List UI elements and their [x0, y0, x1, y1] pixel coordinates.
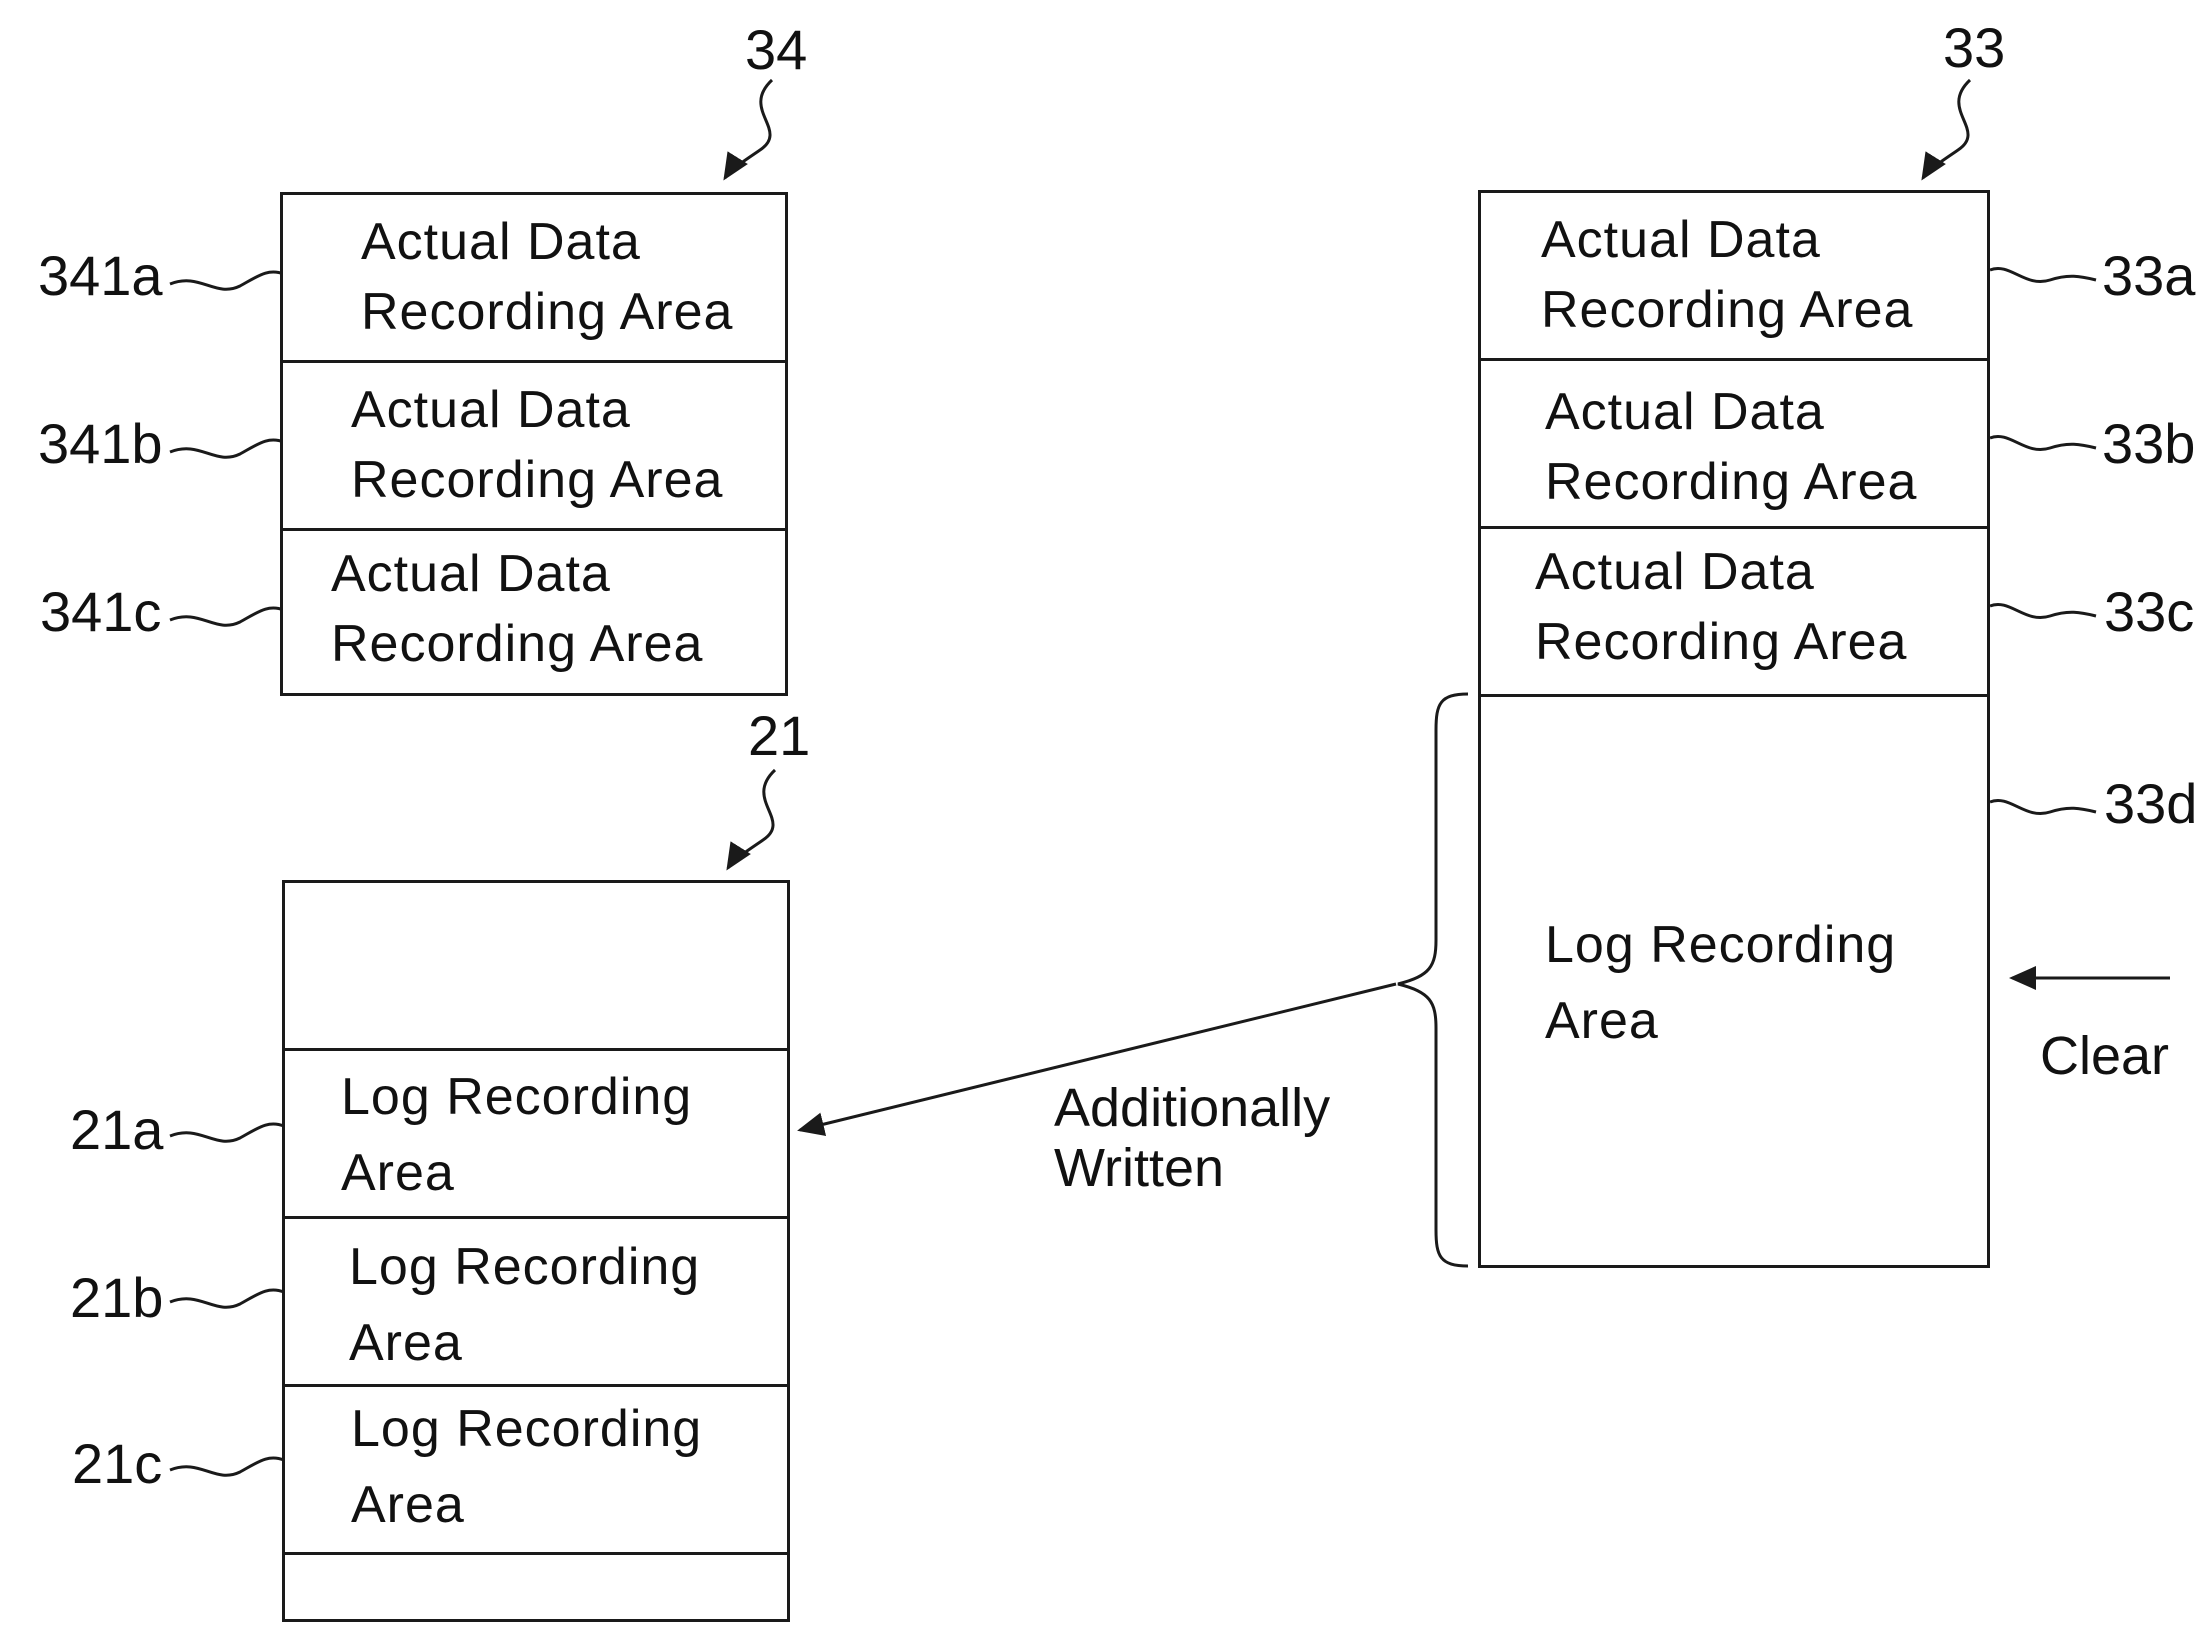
memory-21: Log Recording Area Log Recording Area Lo…	[282, 880, 790, 1622]
area-341b-label: Actual Data Recording Area	[351, 375, 723, 515]
area-33b-label: Actual Data Recording Area	[1545, 377, 1917, 517]
ref-label-33b: 33b	[2102, 414, 2195, 474]
leader-33b	[1990, 436, 2096, 449]
memory-34: Actual Data Recording Area Actual Data R…	[280, 192, 788, 696]
ref-label-33: 33	[1943, 18, 2005, 78]
area-33a: Actual Data Recording Area	[1481, 193, 1987, 361]
area-21-bottom	[285, 1555, 787, 1619]
clear-label: Clear	[2040, 1026, 2169, 1086]
ref-label-21a: 21a	[70, 1100, 163, 1160]
area-21b-label: Log Recording Area	[349, 1229, 700, 1381]
ref-label-33a: 33a	[2102, 246, 2195, 306]
area-33b: Actual Data Recording Area	[1481, 361, 1987, 529]
ref-34-pointer	[725, 80, 772, 178]
area-341b: Actual Data Recording Area	[283, 363, 785, 531]
ref-label-341a: 341a	[38, 246, 163, 306]
ref-label-34: 34	[745, 20, 807, 80]
leader-21b	[170, 1290, 284, 1307]
ref-label-21: 21	[748, 706, 810, 766]
ref-21-pointer	[728, 770, 775, 868]
area-21a-label: Log Recording Area	[341, 1059, 692, 1211]
leader-33c	[1990, 604, 2096, 617]
leader-33d	[1990, 800, 2096, 813]
ref-label-341b: 341b	[38, 414, 163, 474]
log-brace	[1398, 694, 1468, 1266]
memory-33: Actual Data Recording Area Actual Data R…	[1478, 190, 1990, 1268]
area-21c: Log Recording Area	[285, 1387, 787, 1555]
leader-341a	[170, 272, 284, 289]
area-33c: Actual Data Recording Area	[1481, 529, 1987, 697]
area-21c-label: Log Recording Area	[351, 1391, 702, 1543]
area-341c: Actual Data Recording Area	[283, 531, 785, 693]
area-341a: Actual Data Recording Area	[283, 195, 785, 363]
ref-label-33d: 33d	[2104, 774, 2197, 834]
ref-label-33c: 33c	[2104, 582, 2194, 642]
area-21-top	[285, 883, 787, 1051]
transfer-label: Additionally Written	[1054, 1078, 1330, 1198]
ref-33-pointer	[1923, 80, 1970, 178]
area-21b: Log Recording Area	[285, 1219, 787, 1387]
leader-341c	[170, 608, 284, 625]
area-33a-label: Actual Data Recording Area	[1541, 205, 1913, 345]
area-33c-label: Actual Data Recording Area	[1535, 537, 1907, 677]
area-21a: Log Recording Area	[285, 1051, 787, 1219]
ref-label-341c: 341c	[40, 582, 161, 642]
leader-21c	[170, 1458, 284, 1475]
ref-label-21b: 21b	[70, 1268, 163, 1328]
area-33d-log: Log Recording Area	[1481, 697, 1987, 1265]
area-341a-label: Actual Data Recording Area	[361, 207, 733, 347]
leader-21a	[170, 1124, 284, 1141]
area-33d-label: Log Recording Area	[1545, 907, 1896, 1059]
area-341c-label: Actual Data Recording Area	[331, 539, 703, 679]
leader-33a	[1990, 268, 2096, 281]
leader-341b	[170, 440, 284, 457]
ref-label-21c: 21c	[72, 1434, 162, 1494]
